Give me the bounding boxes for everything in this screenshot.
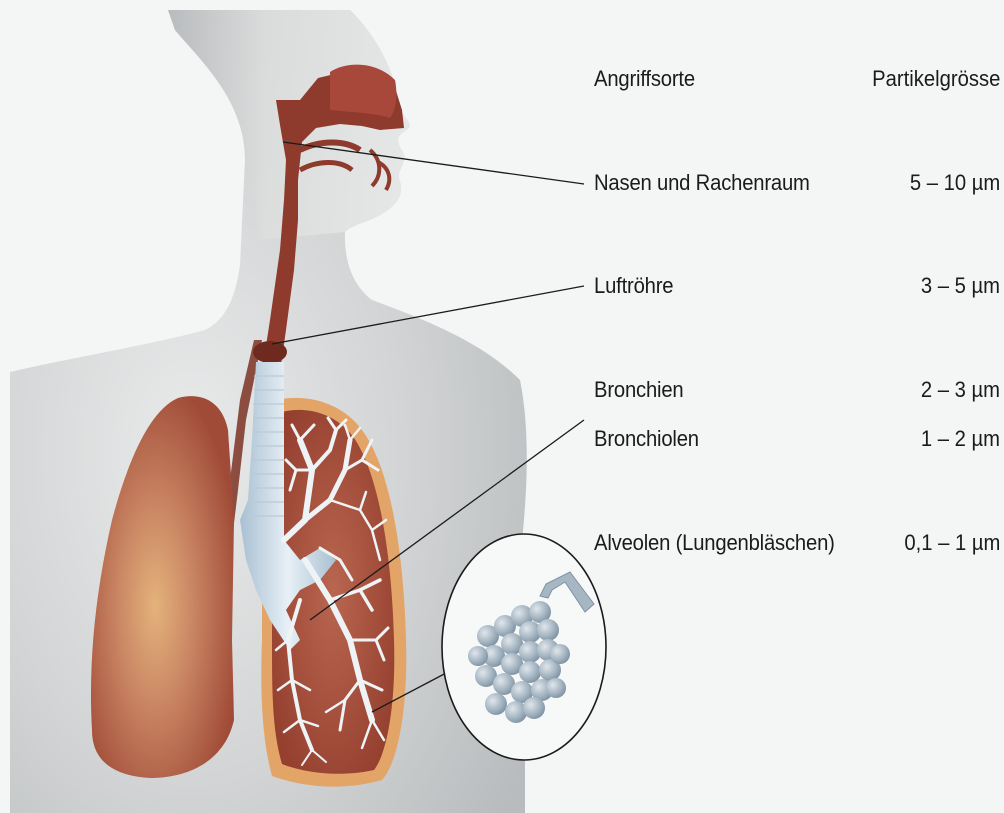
row-site-bronchien: Bronchien — [594, 377, 683, 403]
row-size-luftroehre: 3 – 5 µm — [921, 273, 1000, 299]
row-site-nasen: Nasen und Rachenraum — [594, 170, 810, 196]
header-partikelgroesse: Partikelgrösse — [872, 66, 1000, 92]
row-size-nasen: 5 – 10 µm — [910, 170, 1000, 196]
row-site-bronchiolen: Bronchiolen — [594, 426, 699, 452]
row-size-bronchiolen: 1 – 2 µm — [921, 426, 1000, 452]
row-size-bronchien: 2 – 3 µm — [921, 377, 1000, 403]
row-site-luftroehre: Luftröhre — [594, 273, 673, 299]
label-column: Angriffsorte Partikelgrösse Nasen und Ra… — [594, 0, 1000, 813]
alveoli-magnifier — [442, 534, 606, 760]
header-angriffsorte: Angriffsorte — [594, 66, 695, 92]
row-size-alveolen: 0,1 – 1 µm — [904, 530, 1000, 556]
row-site-alveolen: Alveolen (Lungenbläschen) — [594, 530, 835, 556]
